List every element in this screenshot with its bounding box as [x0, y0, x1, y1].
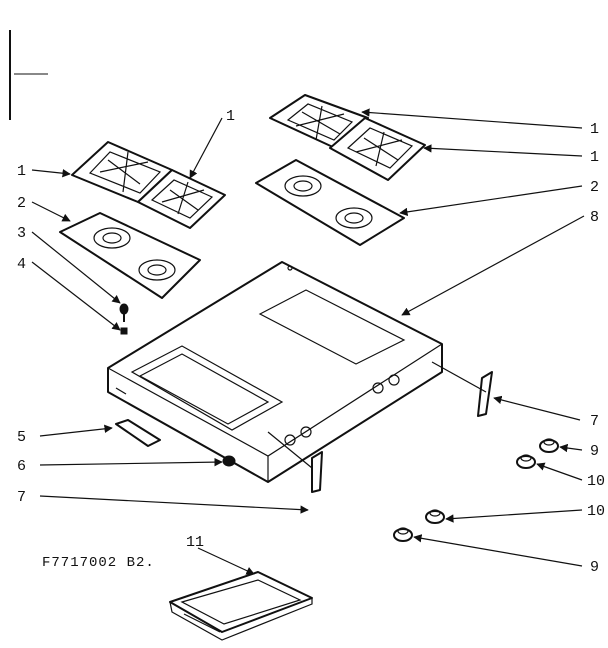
callout-label: 4 [17, 256, 26, 273]
control-knob [516, 454, 536, 469]
callout-label: 1 [590, 149, 599, 166]
callout-label: 11 [186, 534, 204, 551]
callout-label: 9 [590, 559, 599, 576]
clip-part [120, 327, 128, 335]
callout-label: 9 [590, 443, 599, 460]
left-burner-plate [59, 212, 201, 299]
callout-label: 8 [590, 209, 599, 226]
screw-part [119, 303, 129, 322]
callout-label: 1 [226, 108, 235, 125]
side-trim-left [311, 451, 323, 493]
cooktop-frame [107, 261, 443, 483]
callout-label: 1 [590, 121, 599, 138]
right-burner-plate [255, 159, 405, 246]
side-trim-right [477, 371, 493, 417]
callout-label: 7 [590, 413, 599, 430]
plug-button [222, 455, 236, 467]
control-knob [539, 438, 559, 453]
callout-label: 2 [17, 195, 26, 212]
callout-label: 1 [17, 163, 26, 180]
callout-label: 6 [17, 458, 26, 475]
callout-label: 3 [17, 225, 26, 242]
callout-label: 7 [17, 489, 26, 506]
callout-label: 2 [590, 179, 599, 196]
drawing-code: F7717002 B2. [42, 555, 155, 571]
callout-label: 10 [587, 503, 605, 520]
control-knob [425, 509, 445, 524]
callout-label: 10 [587, 473, 605, 490]
bottom-panel [169, 571, 313, 641]
bracket-part [115, 419, 161, 447]
control-knob [393, 527, 413, 542]
left-burner-grates [71, 141, 226, 229]
callout-label: 5 [17, 429, 26, 446]
leader-lines [31, 108, 585, 575]
